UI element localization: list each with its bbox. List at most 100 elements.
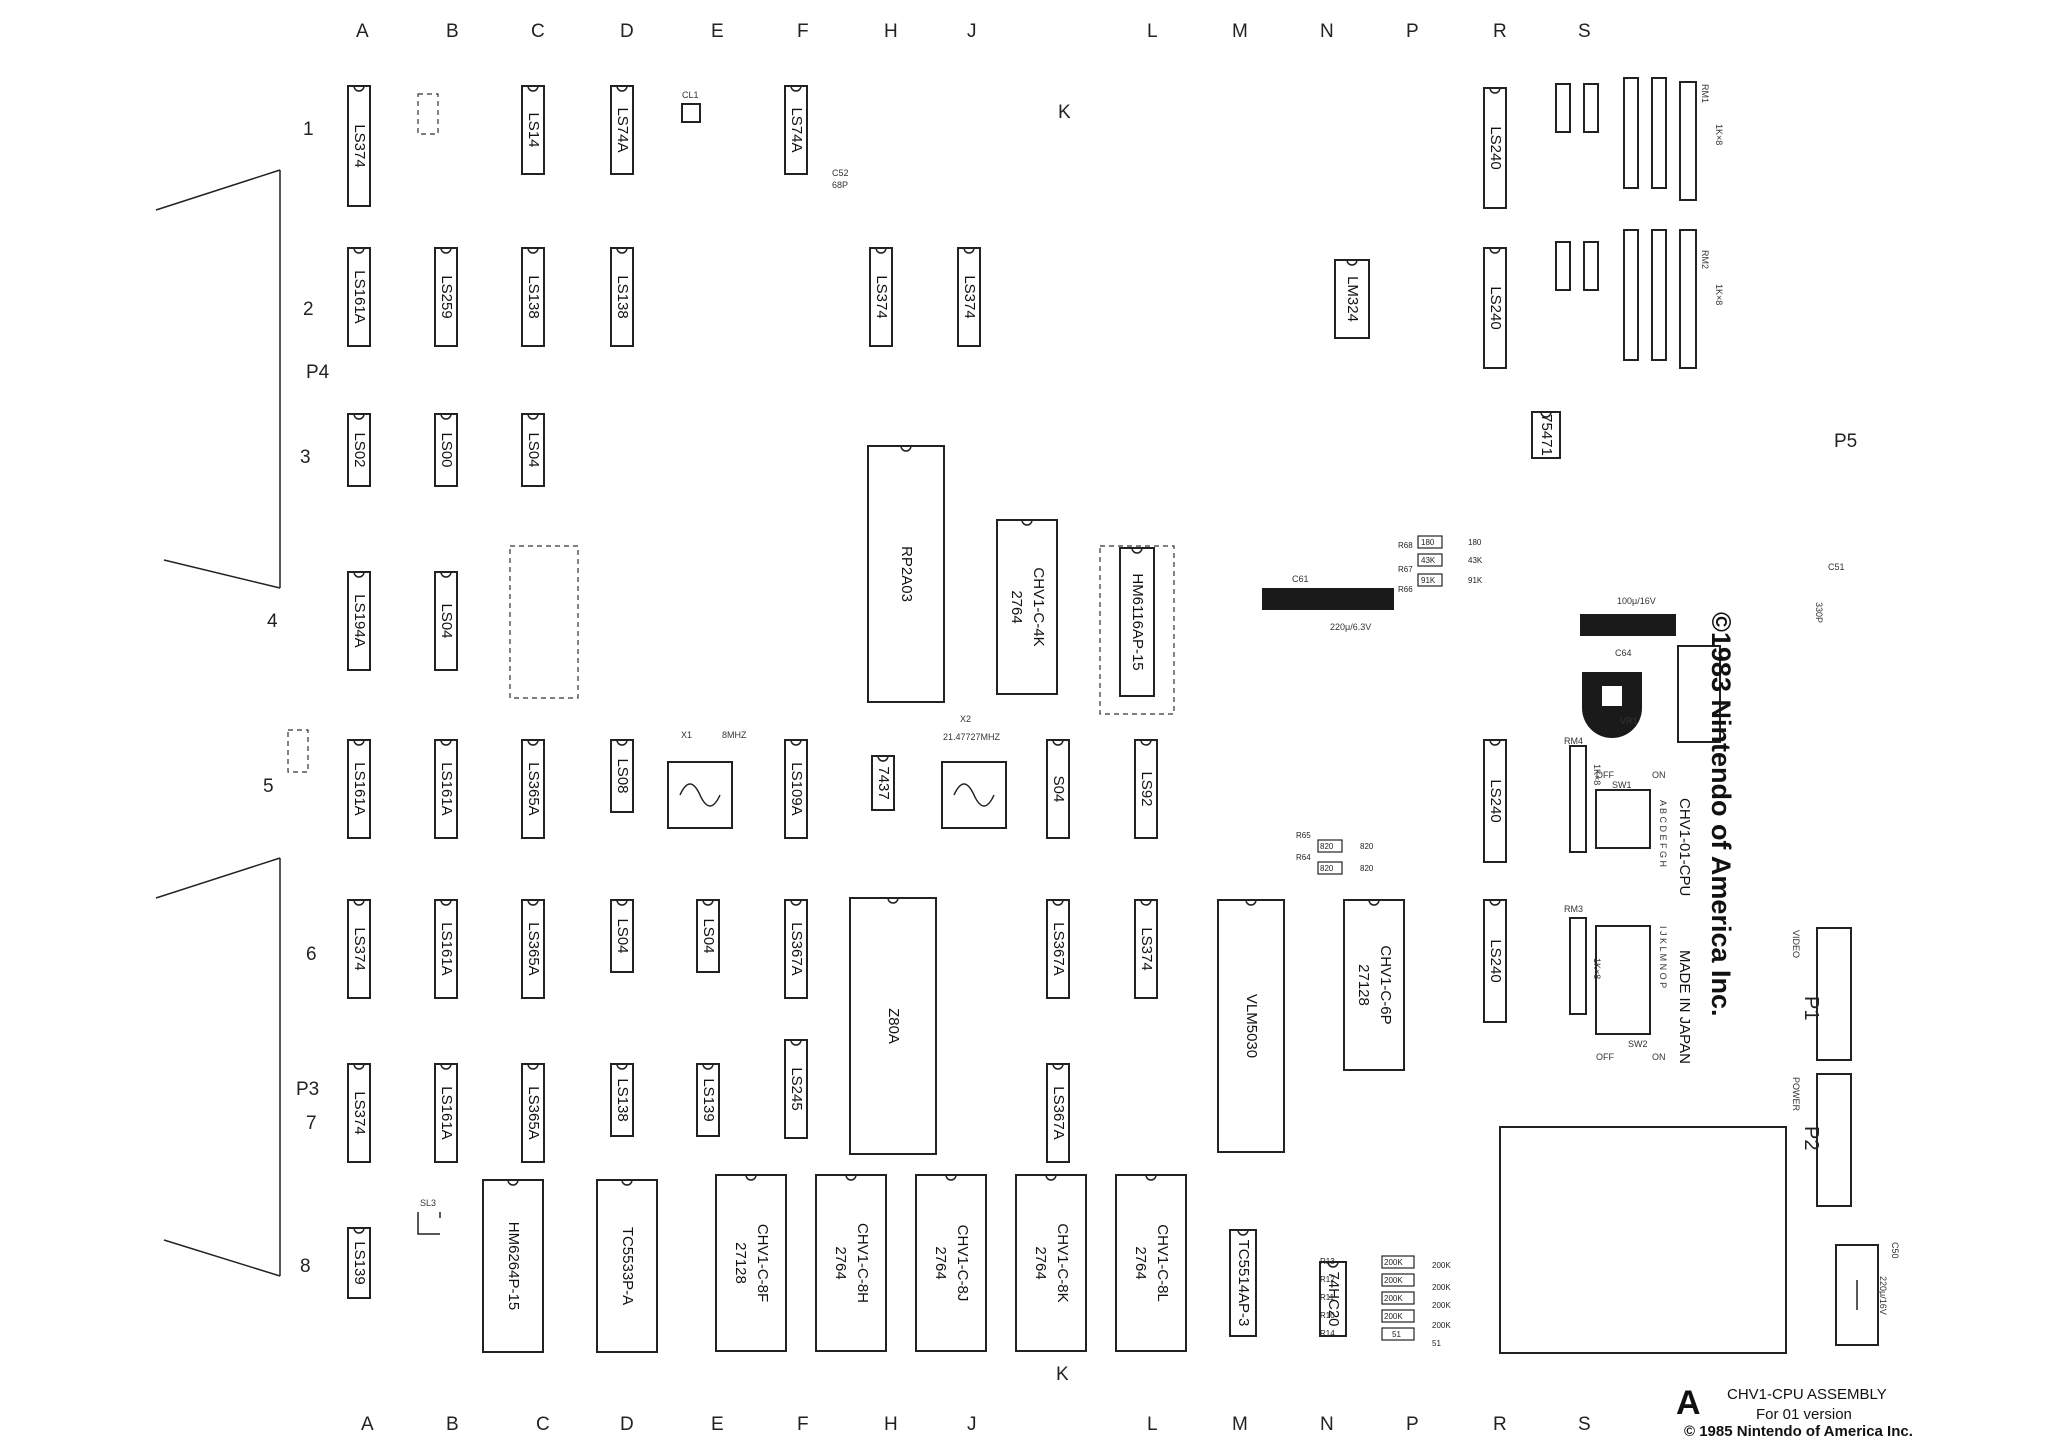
k-label-top: K (1058, 102, 1071, 123)
rm1-label: RM1 (1700, 84, 1710, 103)
chip-2b: LS259 (434, 247, 458, 347)
chip-5h-label: 7437 (875, 766, 892, 799)
chip-7e: LS139 (696, 1063, 720, 1137)
column-labels-top: A B C D E F H J L M N P R S (356, 21, 1591, 42)
chip-4a-label: LS194A (351, 594, 368, 647)
col-label-l-bottom: L (1147, 1414, 1158, 1435)
resistor-r14-name: R14 (1320, 1329, 1335, 1338)
resistor-r14-value-2: 51 (1432, 1339, 1441, 1348)
col-label-b-bottom: B (446, 1414, 459, 1435)
k-label-bottom: K (1056, 1364, 1069, 1385)
chip-6p-label: 27128 (1355, 964, 1372, 1006)
connector-p2-label: P2 (1800, 1126, 1822, 1150)
resistor-r10: R10 200K 200K (1320, 1309, 1451, 1330)
resistor-r13-value-2: 200K (1432, 1261, 1451, 1270)
chip-7a-label: LS374 (351, 1091, 368, 1134)
chip-6c-label: LS365A (525, 922, 542, 975)
resistor-r10-name: R10 (1320, 1311, 1335, 1320)
chip-2n-label: LM324 (1344, 276, 1361, 322)
chip-3b: LS00 (434, 413, 458, 487)
capacitor-c50-label: C50 (1890, 1242, 1900, 1259)
capacitor-c52-label: C52 (832, 168, 849, 178)
chip-6c: LS365A (521, 899, 545, 999)
col-label-n: N (1320, 21, 1334, 42)
chip-1a: LS374 (347, 85, 371, 207)
subtitle: For 01 version (1756, 1406, 1852, 1423)
rm1-value: 1K×8 (1714, 124, 1724, 145)
crystal-x2-freq: 21.47727MHZ (943, 732, 1001, 742)
rm2-label: RM2 (1700, 250, 1710, 269)
dip-switch-sw1: SW1 ON OFF A B C D E F G H (1595, 770, 1668, 867)
chip-4k-label: 2764 (1008, 590, 1025, 623)
chip-6p: 27128 CHV1-C-6P (1343, 899, 1405, 1071)
resistor-r67-value-2: 43K (1468, 556, 1483, 565)
row-label-2: 2 (303, 299, 314, 320)
chip-6a-label: LS374 (351, 927, 368, 970)
copyright-vertical: ©1983 Nintendo of America Inc. (1706, 612, 1736, 1017)
label-blank-box (1677, 645, 1721, 743)
resistor-r11-value-2: 200K (1432, 1301, 1451, 1310)
connector-p5-label: P5 (1834, 431, 1857, 452)
chip-5k: S04 (1046, 739, 1070, 839)
capacitor-c64-value: 100μ/16V (1617, 596, 1656, 606)
crystal-x2-label: X2 (960, 714, 971, 724)
dip-switch-sw2: SW2 ON OFF I J K L M N O P (1595, 925, 1668, 1062)
chip-6l: LS374 (1134, 899, 1158, 999)
chip-6b: LS161A (434, 899, 458, 999)
rm3-value: 1K×8 (1592, 958, 1602, 979)
col-label-d-bottom: D (620, 1414, 634, 1435)
chip-8k-label-1: CHV1-C-8K (1054, 1223, 1071, 1302)
resistor-r11: R11 200K 200K (1320, 1291, 1451, 1310)
capacitor-c64: C64 100μ/16V (1580, 596, 1676, 658)
chip-2d-label: LS138 (614, 275, 631, 318)
resistor-r64-value-2: 820 (1360, 864, 1374, 873)
chip-6h-label: Z80A (885, 1008, 902, 1044)
chip-4h: RP2A03 (867, 445, 945, 703)
chip-8m: TC5514AP-3 (1229, 1229, 1257, 1337)
col-label-c-bottom: C (536, 1414, 550, 1435)
chip-6p-label-1: CHV1-C-6P (1377, 945, 1394, 1024)
connector-p2-desc: POWER (1791, 1077, 1801, 1112)
chip-6k-label: LS367A (1050, 922, 1067, 975)
switch-sw2-label: SW2 (1628, 1039, 1648, 1049)
capacitor-c61-label: C61 (1292, 574, 1309, 584)
crystal-x1-label: X1 (681, 730, 692, 740)
chip-2c-label: LS138 (525, 275, 542, 318)
chip-8m-label: TC5514AP-3 (1235, 1240, 1252, 1327)
chip-3r: 75471 (1531, 411, 1561, 459)
capacitor-c70-outline (417, 93, 439, 135)
chip-2c: LS138 (521, 247, 545, 347)
col-label-s-bottom: S (1578, 1414, 1591, 1435)
chip-1r-label: LS240 (1487, 126, 1504, 169)
chip-6b-label: LS161A (438, 922, 455, 975)
capacitor-c52-value: 68P (832, 180, 848, 190)
resistor-r64-name: R64 (1296, 853, 1311, 862)
col-label-r: R (1493, 21, 1507, 42)
chip-5k-label: S04 (1050, 776, 1067, 803)
resistor-r11-name: R11 (1320, 1293, 1335, 1302)
connector-p3-label: P3 (296, 1079, 319, 1100)
resistor-r12-value: 200K (1384, 1276, 1403, 1285)
chip-5f: LS109A (784, 739, 808, 839)
chip-4b-label: LS04 (438, 603, 455, 638)
chip-5f-label: LS109A (788, 762, 805, 815)
chip-8n: 74HC20 (1319, 1261, 1347, 1337)
connector-p1-label: P1 (1800, 996, 1822, 1020)
chip-1r: LS240 (1483, 87, 1507, 209)
resistor-r14-value: 51 (1392, 1330, 1401, 1339)
resistor-r68-value: 180 (1421, 538, 1435, 547)
col-label-n-bottom: N (1320, 1414, 1334, 1435)
col-label-m: M (1232, 21, 1248, 42)
chip-1f: LS74A (784, 85, 808, 175)
chip-1f-label: LS74A (788, 107, 805, 152)
resistor-r66-value-2: 91K (1468, 576, 1483, 585)
row-label-5: 5 (263, 776, 274, 797)
resistor-r65-value: 820 (1320, 842, 1334, 851)
chip-8h-label: 2764 (832, 1246, 849, 1279)
col-label-a-bottom: A (361, 1414, 374, 1435)
resistor-r67-name: R67 (1398, 565, 1413, 574)
col-label-j-bottom: J (967, 1414, 977, 1435)
